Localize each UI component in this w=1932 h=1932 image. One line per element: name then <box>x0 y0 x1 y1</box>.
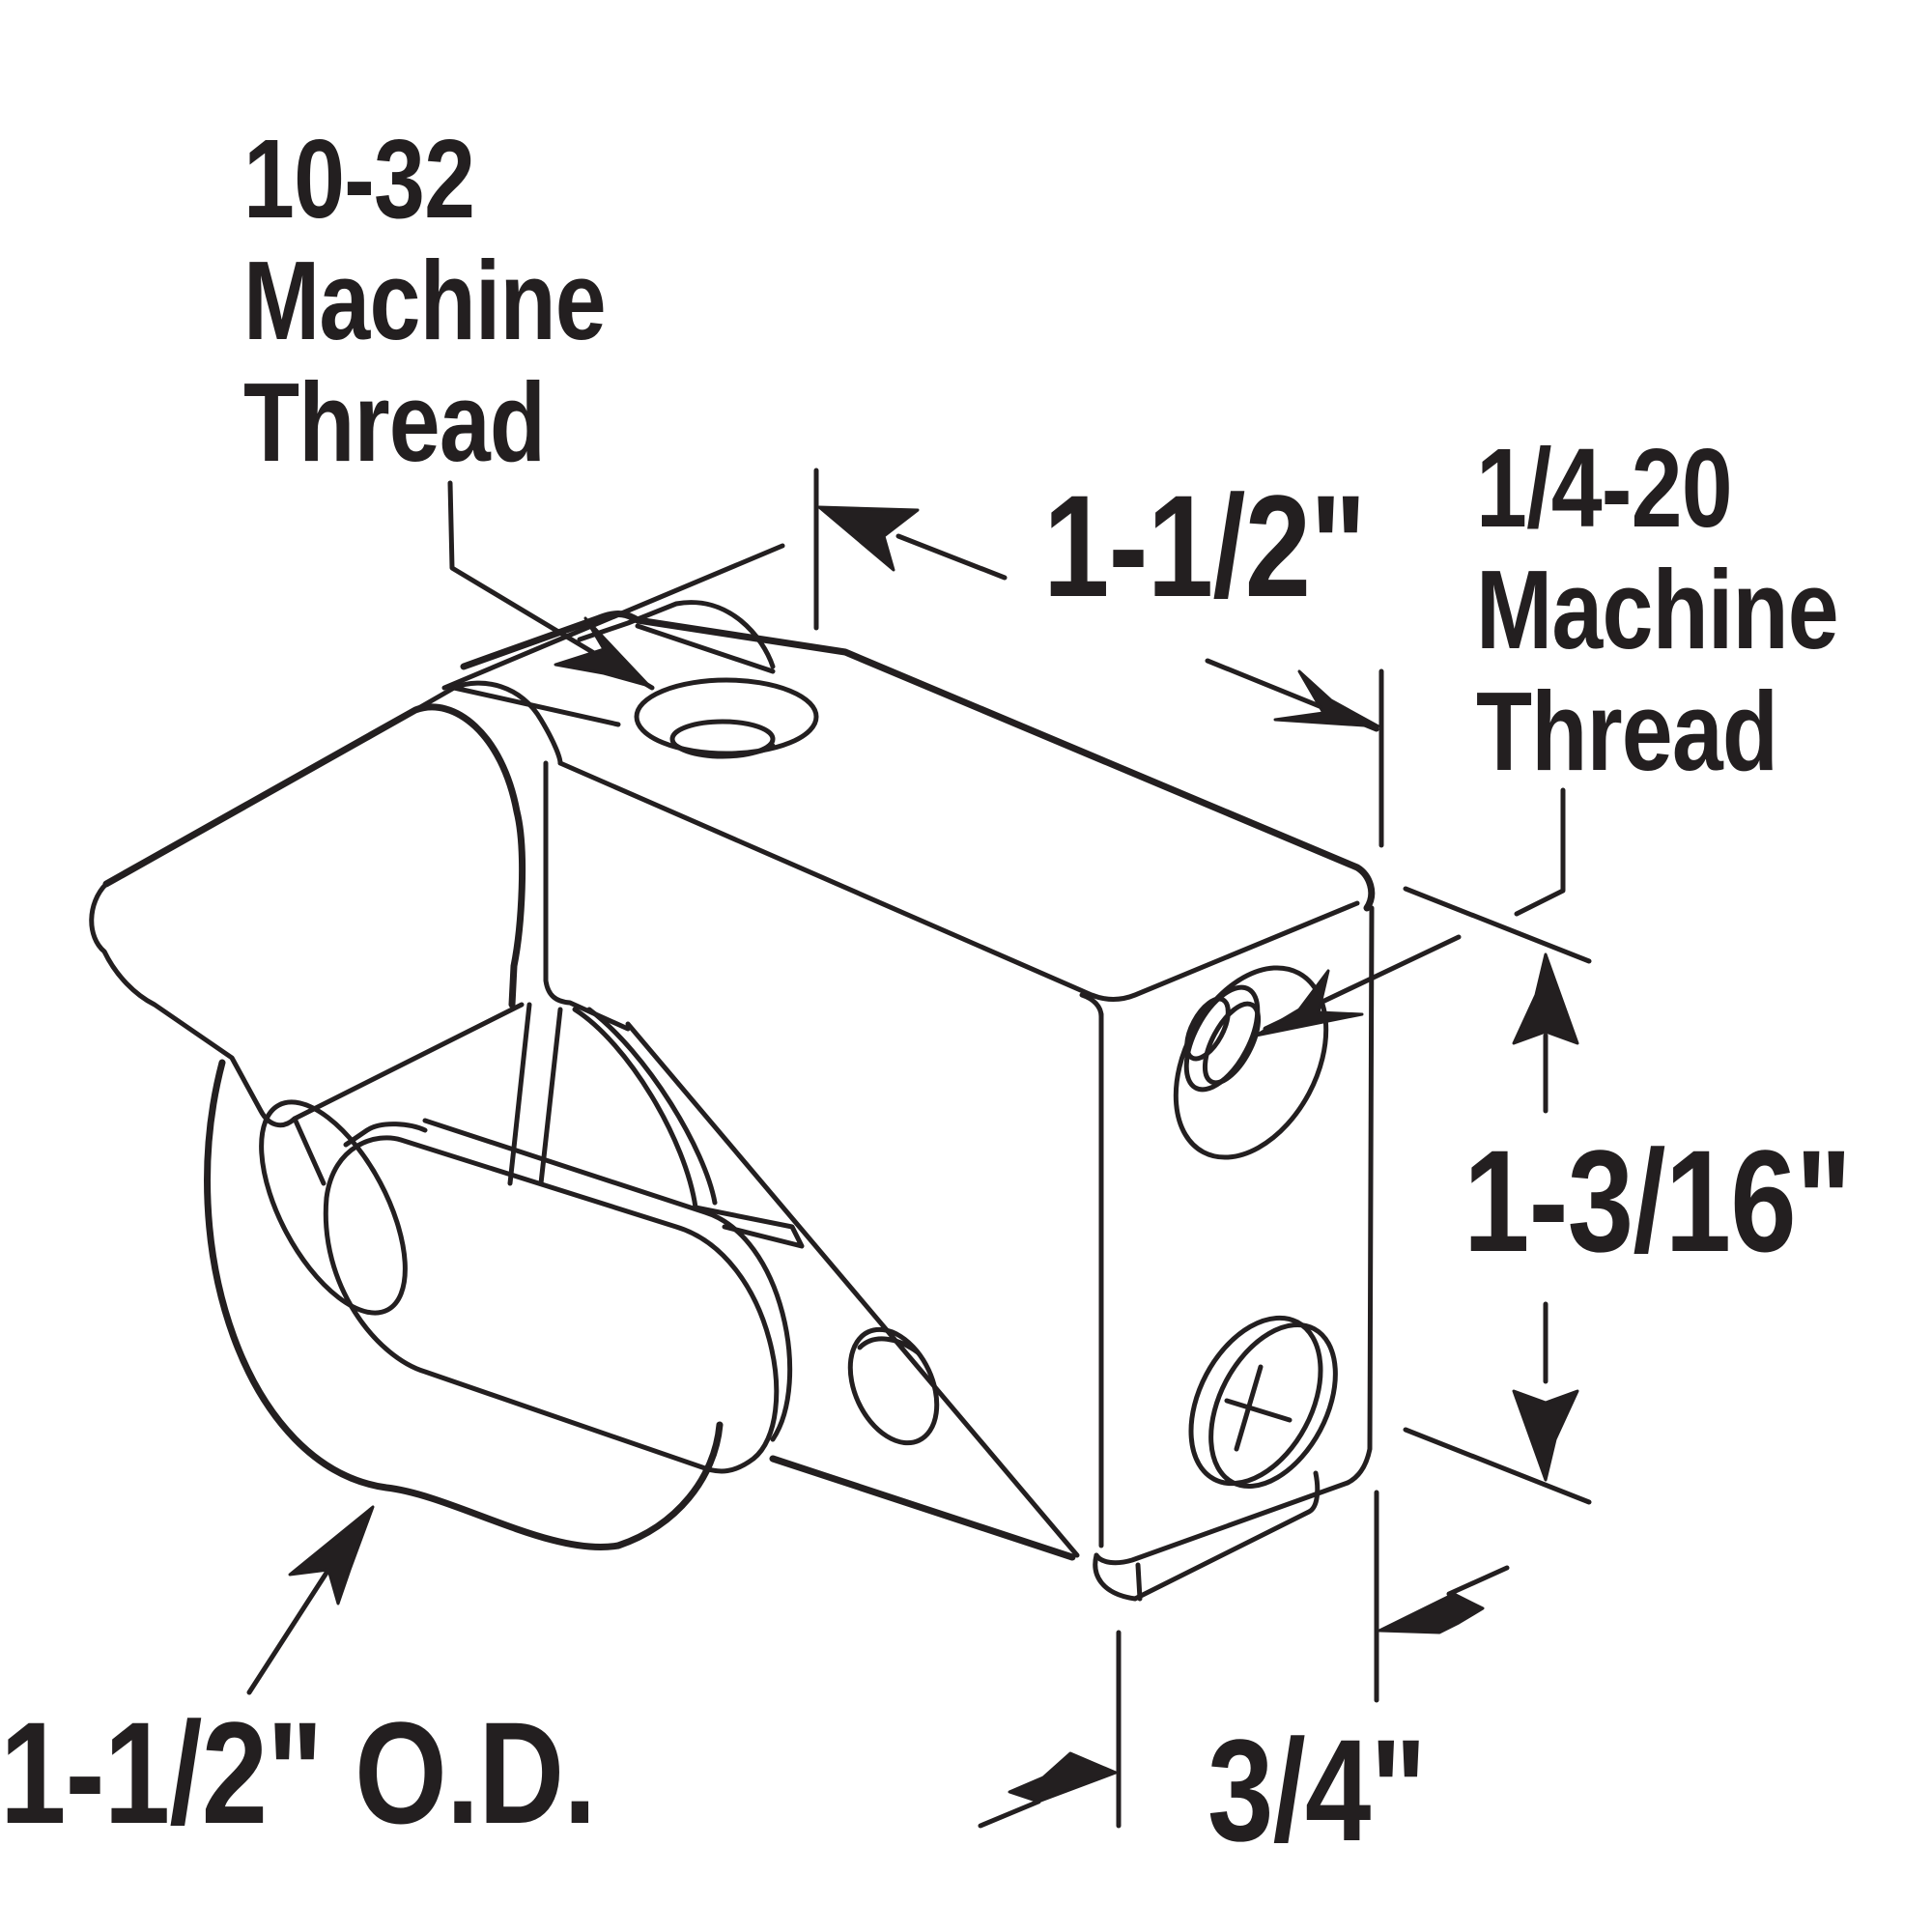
housing-body <box>460 611 1376 1602</box>
dimension-lines <box>246 468 1592 1829</box>
callout-1-4-20-size: 1/4-20 <box>1476 425 1733 551</box>
dimension-roller-od-label: 1-1/2" O.D. <box>0 1691 596 1854</box>
dimension-length-label: 1-1/2" <box>1043 465 1367 627</box>
top-thread-hole <box>577 600 819 759</box>
callout-10-32-size: 10-32 <box>243 116 475 242</box>
side-pin <box>847 1326 940 1446</box>
callout-1-4-20-thread: 1/4-20 Machine Thread <box>1476 425 1839 794</box>
arrowheads <box>288 505 1579 1804</box>
dimension-height-label: 1-3/16" <box>1463 1120 1852 1282</box>
callout-10-32-thread: 10-32 Machine Thread <box>243 116 607 485</box>
callout-1-4-20-line3: Thread <box>1476 668 1778 794</box>
side-thread-hole <box>1173 965 1329 1160</box>
dimension-width-label: 3/4" <box>1208 1709 1427 1871</box>
callout-1-4-20-line2: Machine <box>1476 547 1839 672</box>
callout-10-32-line3: Thread <box>243 359 546 485</box>
adjustment-screw <box>1188 1315 1338 1490</box>
roller <box>204 1059 793 1550</box>
callout-10-32-line2: Machine <box>243 238 607 363</box>
